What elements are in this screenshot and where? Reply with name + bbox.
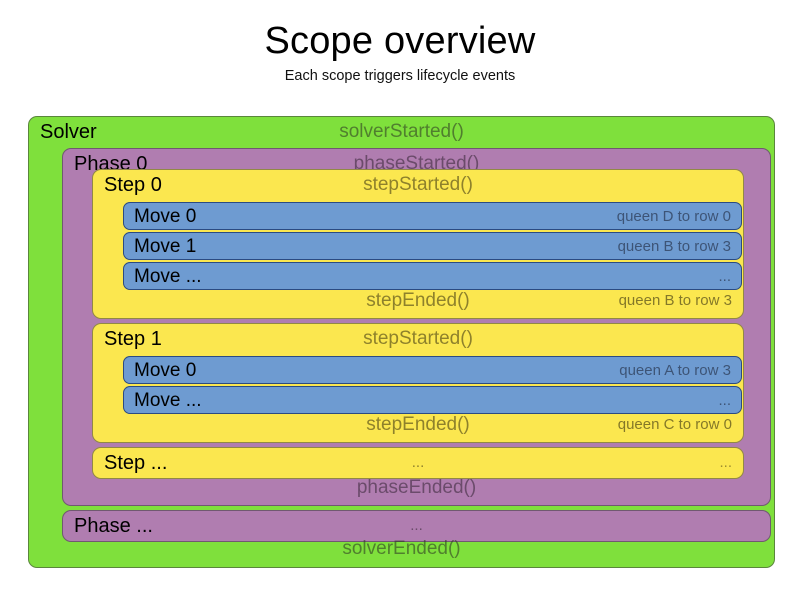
step-0-label: Step 0: [104, 174, 162, 196]
step-ellipsis-label: Step ...: [104, 452, 168, 474]
move-detail: queen A to row 3: [619, 362, 731, 379]
move-row: Move 0 queen A to row 3: [123, 356, 742, 384]
step-ellipsis-event: ...: [411, 454, 425, 471]
phase-0-scope: Phase 0 phaseStarted() Step 0 stepStarte…: [62, 148, 771, 506]
phase-0-footer-row: phaseEnded(): [63, 473, 770, 503]
solver-label: Solver: [40, 121, 97, 143]
move-row-ellipsis: Move ... ...: [123, 386, 742, 414]
solver-ended-event: solverEnded(): [342, 538, 461, 559]
move-row-ellipsis: Move ... ...: [123, 262, 742, 290]
step-0-move-list: Move 0 queen D to row 0 Move 1 queen B t…: [123, 202, 742, 292]
solver-scope: Solver solverStarted() Phase 0 phaseStar…: [28, 116, 775, 568]
step-1-ended-detail: queen C to row 0: [617, 416, 732, 433]
move-row: Move 1 queen B to row 3: [123, 232, 742, 260]
phase-0-started-event: phaseStarted(): [353, 153, 480, 174]
step-1-move-list: Move 0 queen A to row 3 Move ... ...: [123, 356, 742, 416]
move-row: Move 0 queen D to row 0: [123, 202, 742, 230]
move-label: Move 0: [134, 206, 197, 227]
step-1-ended-event: stepEnded(): [366, 414, 470, 435]
step-1-started-event: stepStarted(): [363, 328, 473, 349]
move-label: Move 1: [134, 236, 197, 257]
step-0-ended-event: stepEnded(): [366, 290, 470, 311]
move-detail: queen B to row 3: [617, 238, 731, 255]
move-label: Move ...: [134, 390, 202, 411]
step-1-header-row: Step 1 stepStarted(): [93, 324, 743, 354]
step-1-label: Step 1: [104, 328, 162, 350]
phase-ellipsis-row: Phase ... ...: [63, 511, 770, 541]
step-ellipsis-scope: Step ... ... ...: [92, 447, 744, 479]
move-label: Move 0: [134, 360, 197, 381]
solver-started-event: solverStarted(): [339, 121, 464, 142]
step-0-footer-row: stepEnded() queen B to row 3: [93, 286, 743, 316]
solver-header-row: Solver solverStarted(): [29, 117, 774, 147]
step-ellipsis-detail: ...: [719, 454, 732, 471]
phase-ellipsis-label: Phase ...: [74, 515, 153, 537]
step-ellipsis-row: Step ... ... ...: [93, 448, 743, 478]
move-detail: ...: [718, 392, 731, 409]
phase-0-ended-event: phaseEnded(): [356, 477, 477, 498]
diagram-header: Scope overview Each scope triggers lifec…: [0, 0, 800, 84]
step-0-started-event: stepStarted(): [363, 174, 473, 195]
step-0-ended-detail: queen B to row 3: [618, 292, 732, 309]
move-label: Move ...: [134, 266, 202, 287]
move-detail: queen D to row 0: [616, 208, 731, 225]
page-subtitle: Each scope triggers lifecycle events: [284, 67, 516, 84]
step-1-scope: Step 1 stepStarted() Move 0 queen A to r…: [92, 323, 744, 443]
phase-ellipsis-scope: Phase ... ...: [62, 510, 771, 542]
phase-ellipsis-event: ...: [410, 517, 423, 534]
step-1-footer-row: stepEnded() queen C to row 0: [93, 410, 743, 440]
page-title: Scope overview: [264, 20, 536, 62]
solver-footer-row: solverEnded(): [29, 534, 774, 564]
step-0-scope: Step 0 stepStarted() Move 0 queen D to r…: [92, 169, 744, 319]
move-detail: ...: [718, 268, 731, 285]
step-0-header-row: Step 0 stepStarted(): [93, 170, 743, 200]
